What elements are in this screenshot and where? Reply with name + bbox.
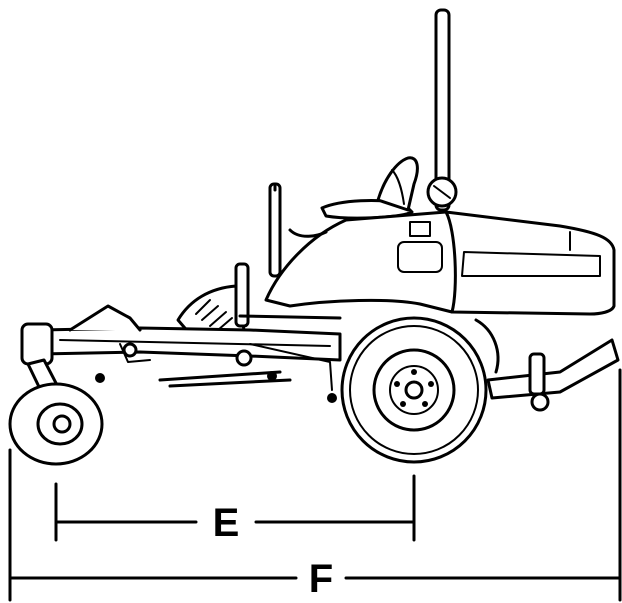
rollover-bar	[434, 8, 451, 212]
dimension-e-label: E	[213, 501, 240, 545]
dimension-f-label: F	[309, 557, 333, 601]
seat	[320, 156, 419, 220]
drive-wheel	[340, 316, 488, 464]
caster-wheel	[8, 358, 104, 466]
footrest-console	[176, 262, 250, 336]
dimension-f: F	[8, 368, 622, 602]
rear-hitch	[474, 318, 620, 412]
frame	[20, 304, 342, 403]
dimension-e: E	[54, 474, 416, 545]
tractor-body	[264, 176, 616, 316]
steering-levers	[268, 182, 328, 278]
